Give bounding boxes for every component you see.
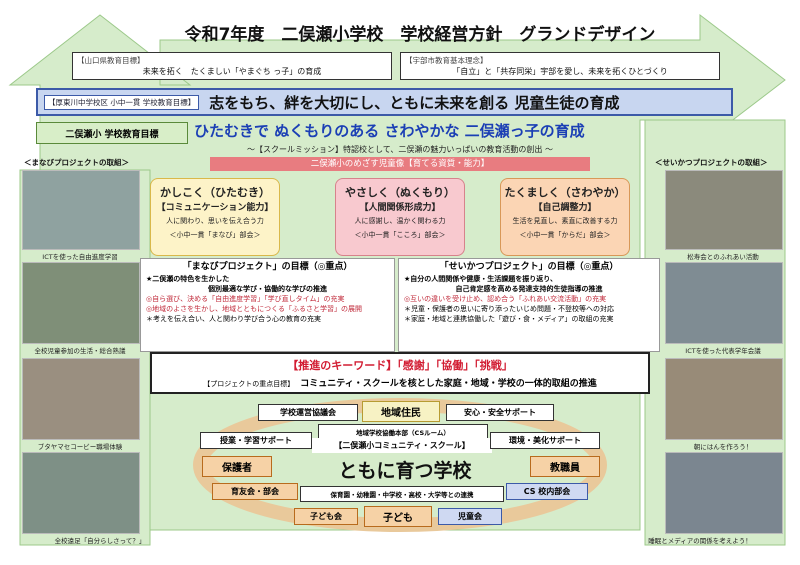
caption-left-3: ブタヤマセコービー職場体験 [37,443,123,451]
pref-goal-box: 【山口県教育目標】 未来を拓く たくましい「やまぐち っ子」の育成 [72,52,392,80]
right-section-head: ＜せいかつプロジェクトの取組＞ [655,158,768,167]
city-goal-head: 【宇部市教育基本理念】 [405,56,488,65]
card-kashikoku-title: かしこく（ひたむき） [160,186,270,199]
keyword-text: コミュニティ・スクールを核とした家庭・地域・学校の一体的取組の推進 [300,379,597,389]
district-goal-text: 志をもち、絆を大切にし、ともに未来を創る 児童生徒の育成 [209,93,620,112]
org-anzen: 安心・安全サポート [446,404,554,421]
manabi-line-2: 個別最適な学び・協働的な学びの推進 [208,285,327,293]
card-kashikoku-group: ＜小中一貫「まなび」部会＞ [169,231,261,239]
caption-right-3: 朝にはんを作ろう！ [693,443,753,451]
org-unei: 学校運営協議会 [258,404,358,421]
org-jugyo: 授業・学習サポート [200,432,312,449]
big-school-label: ともに育つ学校 [338,460,472,482]
keyword-head: 【推進のキーワード】「感謝」「協働」「挑戦」 [287,359,513,372]
caption-left-4: 全校遠足「自分らしさって？」 [54,537,146,545]
school-goal-text: ひたむきで ぬくもりのある さわやかな 二俣瀬っ子の育成 [194,122,585,140]
card-takumashiku-title: たくましく（さわやか） [504,186,626,199]
card-takumashiku-group: ＜小中一貫「からだ」部会＞ [519,231,611,239]
manabi-title: 「まなびプロジェクト」の目標（◎重点） [182,262,353,272]
card-yasashiku-skill: 【人間関係形成力】 [359,203,441,213]
school-goal-label: 二俣瀬小 学校教育目標 [36,122,188,144]
seikatsu-line-5: ＊家庭・地域と連携協働した「遊び・食・メディア」の取組の充実 [404,315,614,323]
caption-right-1: 松寿会とのふれあい活動 [687,253,759,261]
card-yasashiku: やさしく（ぬくもり） 【人間関係形成力】 人に感謝し、温かく関わる力 ＜小中一貫… [335,178,465,256]
pref-goal-head: 【山口県教育目標】 [77,56,145,65]
org-cs: 【二俣瀬小コミュニティ・スクール】 [312,438,492,453]
photo-work-experience [22,358,140,440]
card-kashikoku-desc: 人に関わり、思いを伝え合う力 [166,217,264,225]
card-takumashiku-skill: 【自己調整力】 [533,203,597,213]
photo-elderly-exchange [665,170,783,250]
seikatsu-line-3: ◎互いの違いを受け止め、認め合う「ふれあい交流活動」の充実 [404,295,607,303]
photo-media-talk [665,452,783,534]
keyword-tag: 【プロジェクトの重点目標】 [203,380,295,388]
caption-right-2: ICTを使った代表学年会議 [685,347,761,355]
manabi-project-box: 「まなびプロジェクト」の目標（◎重点） ★二俣瀬の特色を生かした 個別最適な学び… [140,258,395,352]
city-goal-text: 「自立」と「共存同栄」宇部を愛し、未来を拓くひとづくり [452,67,668,76]
org-kyoshoku: 教職員 [530,456,600,477]
manabi-line-3: ◎自ら選び、決める「自由進度学習」「学び直しタイム」の充実 [146,295,345,303]
photo-ict-learning [22,170,140,250]
card-kashikoku: かしこく（ひたむき） 【コミュニケーション能力】 人に関わり、思いを伝え合う力 … [150,178,280,256]
city-goal-box: 【宇部市教育基本理念】 「自立」と「共存同栄」宇部を愛し、未来を拓くひとづくり [400,52,720,80]
photo-excursion [22,452,140,534]
manabi-line-1: ★二俣瀬の特色を生かした [146,275,230,283]
seikatsu-project-box: 「せいかつプロジェクト」の目標（◎重点） ★自分の人間関係や健康・生活課題を振り… [398,258,660,352]
seikatsu-line-1: ★自分の人間関係や健康・生活課題を振り返り、 [404,275,557,283]
aim-header: 二俣瀬小のめざす児童像【育てる資質・能力】 [210,157,590,171]
photo-discussion [22,262,140,344]
org-ikuyu: 育友会・部会 [212,483,298,500]
org-kankyo: 環境・美化サポート [490,432,600,449]
caption-left-2: 全校児童参加の生活・総合熟議 [34,347,126,355]
district-goal-tag: 【厚東川中学校区 小中一貫 学校教育目標】 [44,94,200,110]
photo-breakfast [665,358,783,440]
district-goal-banner: 【厚東川中学校区 小中一貫 学校教育目標】 志をもち、絆を大切にし、ともに未来を… [36,88,733,116]
seikatsu-line-2: 自己肯定感を高める発達支持的生徒指導の推進 [455,285,603,293]
seikatsu-line-4: ＊児童・保護者の思いに寄り添ったいじめ問題・不登校等への対応 [404,305,614,313]
manabi-line-4: ◎地域のよさを生かし、地域とともにつくる「ふるさと学習」の展開 [146,305,362,313]
org-renkei: 保育園・幼稚園・中学校・高校・大学等との連携 [300,486,504,502]
card-takumashiku: たくましく（さわやか） 【自己調整力】 生活を見直し、素直に改善する力 ＜小中一… [500,178,630,256]
org-chiiki: 地域住民 [362,401,440,422]
card-yasashiku-group: ＜小中一貫「こころ」部会＞ [354,231,446,239]
caption-right-4: 睡眠とメディアの関係を考えよう！ [648,537,752,545]
keyword-box: 【推進のキーワード】「感謝」「協働」「挑戦」 【プロジェクトの重点目標】コミュニ… [150,352,650,394]
pref-goal-text: 未来を拓く たくましい「やまぐち っ子」の育成 [142,67,322,76]
card-yasashiku-title: やさしく（ぬくもり） [345,186,455,199]
org-hogosha: 保護者 [202,456,272,477]
seikatsu-title: 「せいかつプロジェクト」の目標（◎重点） [439,262,619,272]
photo-ict-meeting [665,262,783,344]
org-jidokai: 児童会 [438,508,502,525]
org-kodomo: 子ども [364,506,432,527]
page-title: 令和7年度 二俣瀬小学校 学校経営方針 グランドデザイン [184,25,656,45]
left-section-head: ＜まなびプロジェクトの取組＞ [24,158,129,167]
card-takumashiku-desc: 生活を見直し、素直に改善する力 [512,217,618,225]
school-mission: ～【スクールミッション】特認校として、二俣瀬の魅力いっぱいの教育活動の創出 ～ [247,145,553,154]
org-csbu: CS 校内部会 [506,483,588,500]
card-yasashiku-desc: 人に感謝し、温かく関わる力 [354,217,446,225]
caption-left-1: ICTを使った自由進度学習 [42,253,118,261]
card-kashikoku-skill: 【コミュニケーション能力】 [156,203,274,213]
keyword-focus: 【プロジェクトの重点目標】コミュニティ・スクールを核とした家庭・地域・学校の一体… [152,376,648,389]
org-kodomokai: 子ども会 [294,508,358,525]
manabi-line-5: ＊考えを伝え合い、人と関わり学び合う心の教育の充実 [146,315,321,323]
